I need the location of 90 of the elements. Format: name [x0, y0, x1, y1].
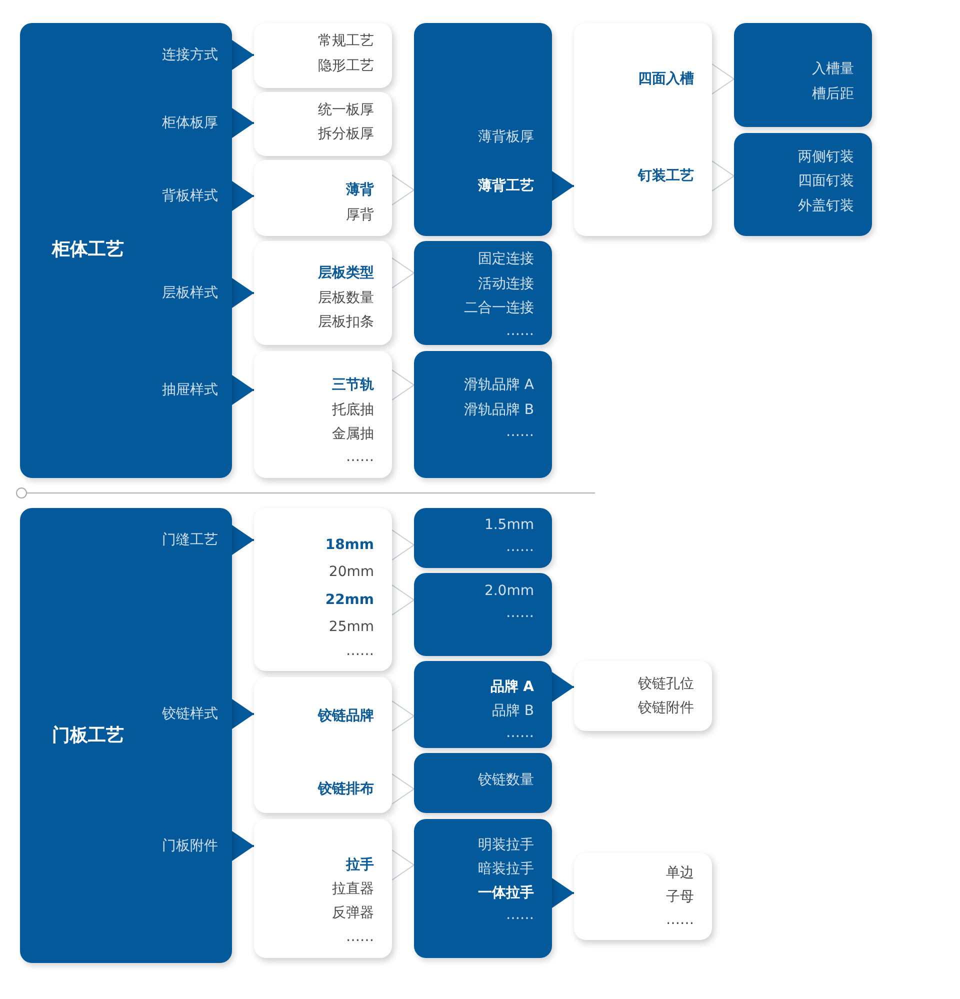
option-panel [254, 92, 392, 156]
group-label: 层板样式 [162, 283, 218, 303]
option-text: 两侧钉装 [798, 148, 854, 167]
highlighted-option: 铰链品牌 [318, 706, 374, 726]
option-text: 四面钉装 [798, 172, 854, 191]
option-panel [574, 661, 712, 731]
highlighted-option: 铰链排布 [318, 779, 374, 799]
highlighted-option: 四面入槽 [638, 69, 694, 89]
option-text: 反弹器 [332, 904, 374, 923]
highlighted-option: 一体拉手 [478, 883, 534, 903]
option-text: 薄背板厚 [478, 128, 534, 147]
option-panel [414, 573, 552, 656]
highlighted-option: 钉装工艺 [638, 166, 694, 186]
highlighted-option: 薄背 [346, 180, 374, 200]
option-text: 20mm [328, 563, 374, 582]
option-panel [414, 753, 552, 813]
highlighted-option: 18mm [325, 535, 374, 555]
highlighted-option: 拉手 [346, 855, 374, 875]
option-text: …… [506, 604, 534, 623]
group-label: 铰链样式 [162, 704, 218, 724]
group-label: 柜体板厚 [162, 113, 218, 133]
highlighted-option: 层板类型 [318, 263, 374, 283]
option-text: 固定连接 [478, 250, 534, 269]
option-text: …… [506, 906, 534, 925]
option-panel [254, 677, 392, 813]
option-panel [414, 661, 552, 748]
option-text: 单边 [666, 864, 694, 883]
option-text: 厚背 [346, 206, 374, 225]
option-text: 活动连接 [478, 275, 534, 294]
option-text: 统一板厚 [318, 101, 374, 120]
option-text: 托底抽 [332, 401, 374, 420]
category-panel [20, 23, 232, 478]
option-panel [414, 23, 552, 236]
group-label: 门板附件 [162, 836, 218, 856]
option-panel [574, 853, 712, 940]
highlighted-option: 22mm [325, 590, 374, 610]
option-text: …… [506, 724, 534, 743]
option-text: 二合一连接 [464, 299, 534, 318]
option-text: 拆分板厚 [318, 125, 374, 144]
option-text: 常规工艺 [318, 32, 374, 51]
option-text: 隐形工艺 [318, 57, 374, 76]
option-text: …… [506, 322, 534, 341]
option-text: …… [506, 538, 534, 557]
option-panel [414, 508, 552, 568]
option-panel [254, 23, 392, 88]
group-label: 背板样式 [162, 186, 218, 206]
option-panel [254, 351, 392, 478]
option-text: 1.5mm [484, 516, 534, 535]
option-text: 铰链孔位 [638, 675, 694, 694]
option-text: 层板数量 [318, 289, 374, 308]
option-panel [734, 133, 872, 236]
option-panel [254, 241, 392, 345]
option-text: …… [346, 642, 374, 661]
group-label: 门缝工艺 [162, 530, 218, 550]
option-panel [254, 160, 392, 236]
option-text: 拉直器 [332, 880, 374, 899]
option-panel [254, 819, 392, 958]
option-text: …… [346, 928, 374, 947]
highlighted-option: 品牌 A [490, 677, 534, 697]
option-panel [574, 23, 712, 236]
option-text: 子母 [666, 888, 694, 907]
option-panel [414, 351, 552, 478]
option-panel [414, 241, 552, 345]
option-panel [254, 508, 392, 671]
option-text: 滑轨品牌 B [464, 401, 534, 420]
highlighted-option: 三节轨 [332, 375, 374, 395]
option-text: 入槽量 [812, 60, 854, 79]
option-text: 2.0mm [484, 582, 534, 601]
option-text: 金属抽 [332, 425, 374, 444]
option-text: 层板扣条 [318, 313, 374, 332]
option-text: …… [506, 423, 534, 442]
option-text: …… [666, 911, 694, 930]
category-title: 门板工艺 [52, 724, 124, 748]
option-panel [414, 819, 552, 958]
option-text: 品牌 B [492, 702, 534, 721]
category-panel [20, 508, 232, 963]
option-text: 明装拉手 [478, 836, 534, 855]
group-label: 连接方式 [162, 45, 218, 65]
option-panel [734, 23, 872, 127]
option-text: 滑轨品牌 A [464, 376, 534, 395]
option-text: …… [346, 448, 374, 467]
option-text: 外盖钉装 [798, 197, 854, 216]
category-title: 柜体工艺 [52, 238, 124, 262]
option-text: 槽后距 [812, 85, 854, 104]
group-label: 抽屉样式 [162, 380, 218, 400]
option-text: 铰链附件 [638, 699, 694, 718]
option-text: 铰链数量 [478, 771, 534, 790]
option-text: 25mm [328, 618, 374, 637]
option-text: 暗装拉手 [478, 860, 534, 879]
highlighted-option: 薄背工艺 [478, 176, 534, 196]
